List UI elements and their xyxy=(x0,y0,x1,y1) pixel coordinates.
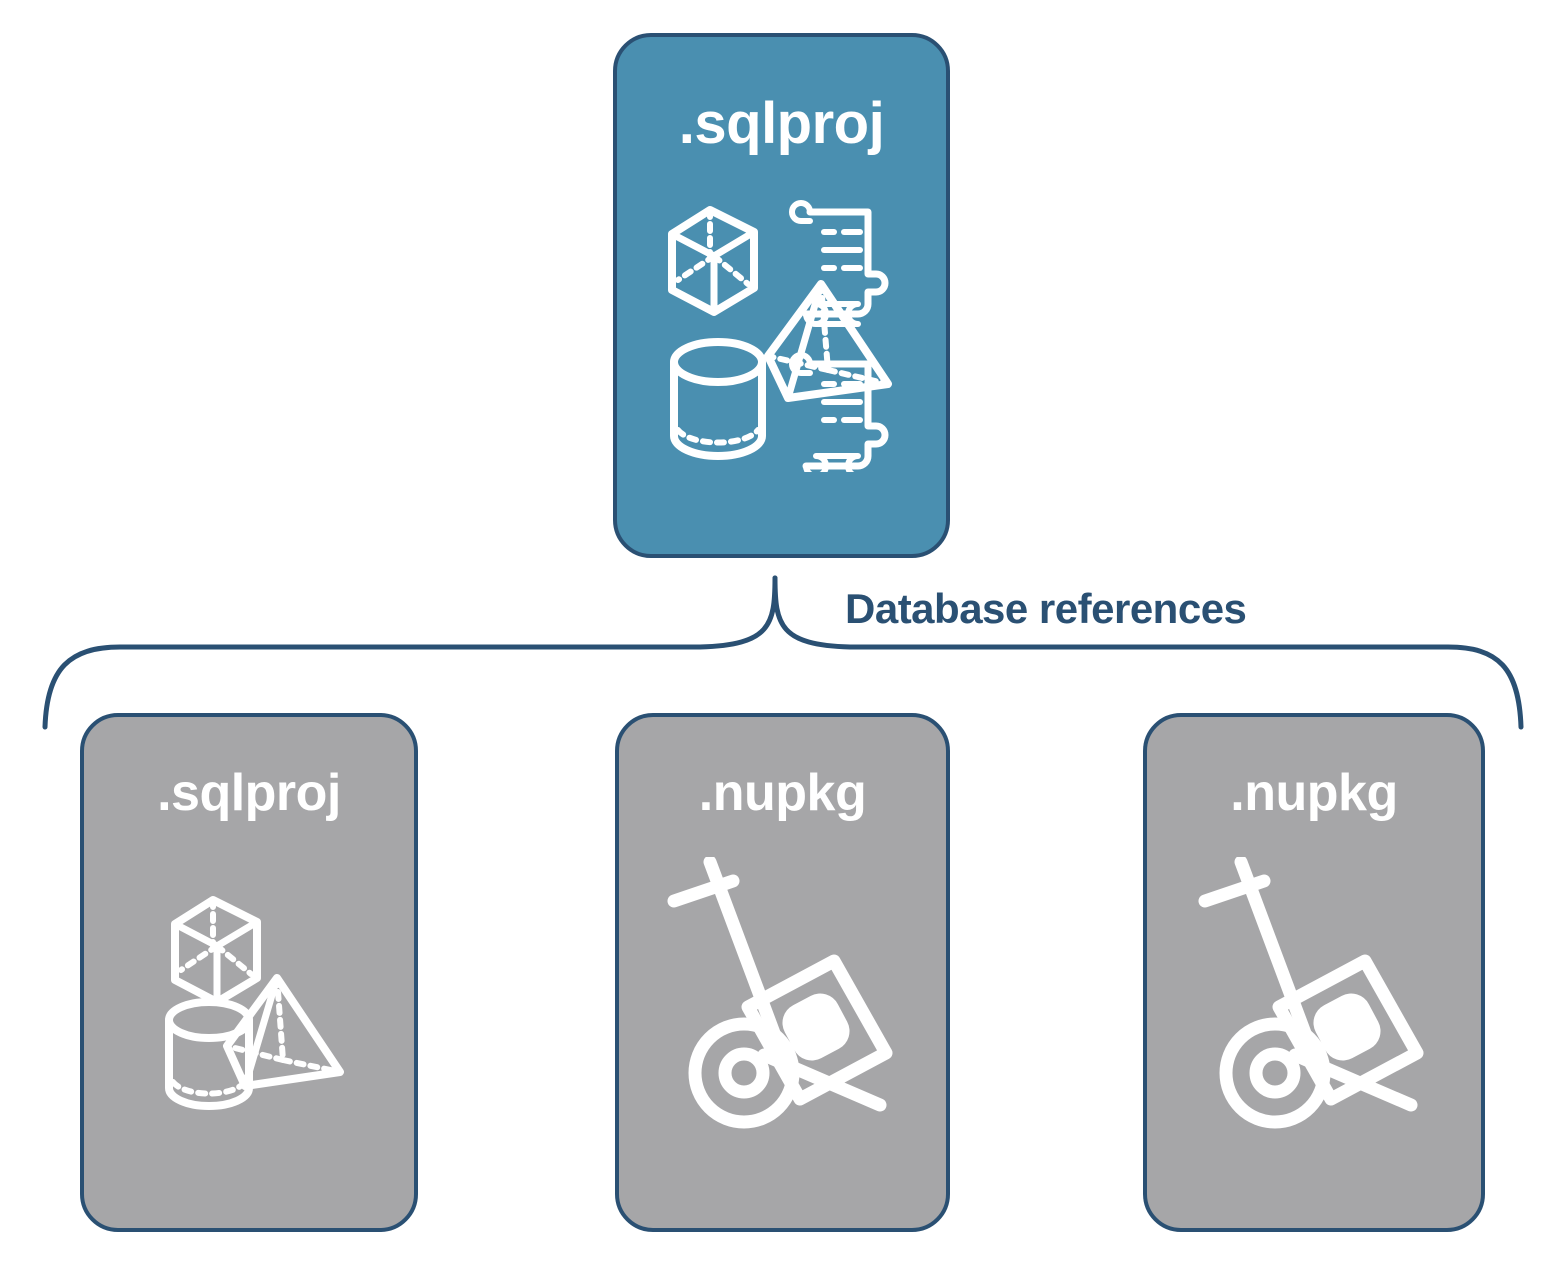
reference-node-icon-group xyxy=(84,872,414,1162)
nuget-logo-glyph xyxy=(1287,993,1381,1066)
cube-icon xyxy=(171,896,261,1006)
script-scroll-icon xyxy=(788,352,888,472)
cylinder-icon xyxy=(165,998,253,1110)
cylinder-icon xyxy=(669,338,766,460)
reference-node-icon-group xyxy=(1147,857,1481,1157)
cube-icon xyxy=(667,206,758,316)
reference-node-icon-group xyxy=(619,857,946,1157)
nuget-logo-glyph xyxy=(755,993,850,1066)
sqlproj-shapes-icon xyxy=(165,896,344,1110)
reference-node-nupkg[interactable]: .nupkg xyxy=(615,713,950,1232)
reference-node-label: .nupkg xyxy=(1230,764,1398,822)
pyramid-icon xyxy=(763,280,892,402)
connector-label-database-references: Database references xyxy=(845,585,1247,632)
nuget-hand-truck-icon xyxy=(667,857,892,1129)
reference-node-sqlproj[interactable]: .sqlproj xyxy=(80,713,418,1232)
root-node-icon-group xyxy=(617,192,946,482)
root-shapes-and-scripts-icon xyxy=(667,200,892,472)
nuget-hand-truck-icon xyxy=(1198,857,1424,1129)
reference-node-label: .sqlproj xyxy=(157,764,341,822)
root-node-sqlproj[interactable]: .sqlproj xyxy=(613,33,950,558)
root-node-label: .sqlproj xyxy=(678,91,885,156)
reference-node-label: .nupkg xyxy=(698,764,867,822)
reference-node-nupkg[interactable]: .nupkg xyxy=(1143,713,1485,1232)
